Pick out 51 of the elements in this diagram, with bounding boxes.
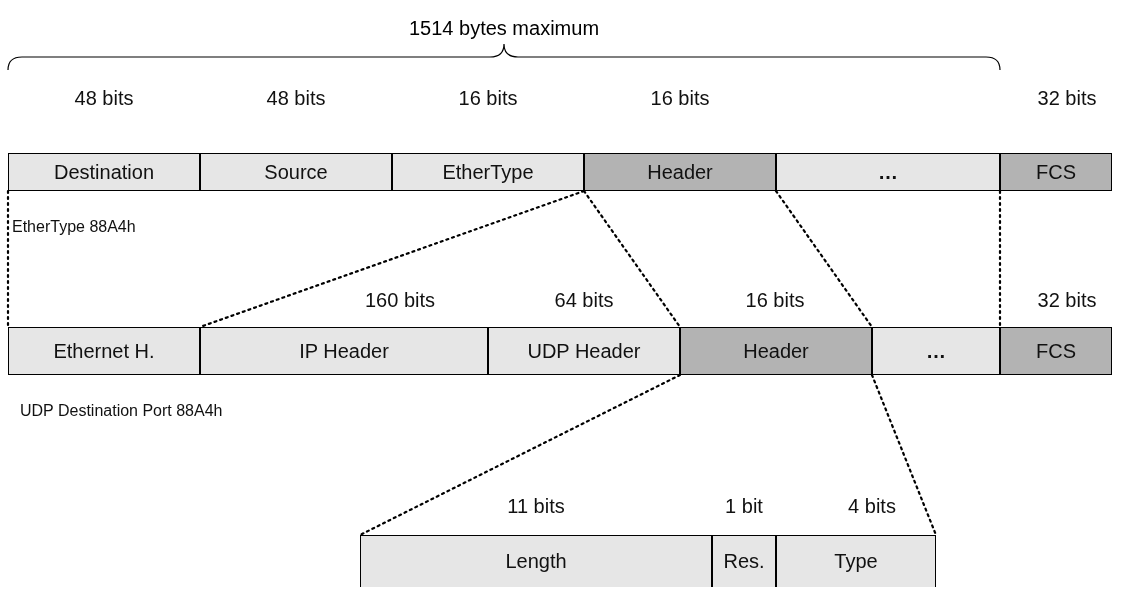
bit-width-label: 48 bits [74, 87, 134, 110]
field-cell [776, 153, 1000, 191]
field-label: IP Header [299, 339, 389, 363]
field-label: Res. [723, 550, 765, 573]
title: 1514 bytes maximum [408, 17, 600, 40]
field-label: UDP Header [527, 339, 641, 363]
field-label: … [878, 160, 898, 184]
dotted-line [774, 189, 874, 329]
field-label: Header [647, 160, 713, 184]
field-label: Header [743, 339, 809, 363]
bit-width-label: 64 bits [554, 289, 614, 312]
bit-width-label: 4 bits [848, 495, 896, 518]
dotted-line [582, 189, 682, 329]
bit-width-label: 16 bits [650, 87, 710, 110]
field-label: FCS [1036, 160, 1076, 184]
field-cell [8, 153, 200, 191]
field-label: Ethernet H. [53, 339, 155, 363]
field-cell [1000, 327, 1112, 375]
field-label: Length [505, 550, 567, 573]
field-label: Source [264, 160, 328, 184]
bit-width-label: 32 bits [1037, 87, 1097, 110]
field-label: Destination [53, 160, 155, 184]
bit-width-label: 16 bits [745, 289, 805, 312]
field-cell [200, 327, 488, 375]
field-cell [712, 535, 776, 587]
field-cell [360, 535, 712, 587]
dotted-line [358, 373, 682, 537]
field-label: Type [834, 550, 878, 573]
bit-width-label: 32 bits [1037, 289, 1097, 312]
note: EtherType 88A4h [12, 218, 136, 236]
dotted-line [6, 189, 10, 329]
field-cell [1000, 153, 1112, 191]
bit-width-label: 1 bit [725, 495, 763, 518]
field-label: … [926, 339, 946, 363]
field-cell [200, 153, 392, 191]
bit-width-label: 48 bits [266, 87, 326, 110]
bit-width-label: 160 bits [364, 289, 436, 312]
dotted-line [998, 189, 1002, 329]
dotted-line [870, 373, 938, 537]
field-cell [872, 327, 1000, 375]
field-cell [488, 327, 680, 375]
bit-width-label: 11 bits [507, 495, 565, 518]
note: UDP Destination Port 88A4h [20, 402, 223, 420]
field-cell [584, 153, 776, 191]
field-cell [680, 327, 872, 375]
field-cell [8, 327, 200, 375]
field-label: EtherType [442, 160, 534, 184]
field-label: FCS [1036, 339, 1076, 363]
bit-width-label: 16 bits [458, 87, 518, 110]
field-cell [776, 535, 936, 587]
field-cell [392, 153, 584, 191]
